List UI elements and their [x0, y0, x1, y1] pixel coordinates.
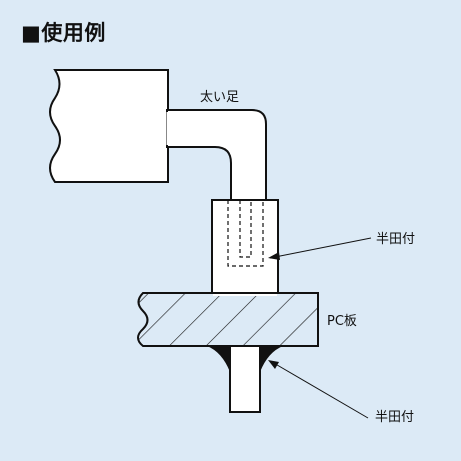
- arrow-solder-upper: [268, 252, 280, 260]
- solder-fillet-right: [260, 346, 283, 372]
- hidden-lead-outline: [227, 200, 264, 267]
- thick-lead: [166, 109, 267, 201]
- label-solder-upper: 半田付: [376, 232, 415, 247]
- component-body: [49, 69, 169, 183]
- label-solder-lower: 半田付: [375, 410, 414, 425]
- terminal: [211, 199, 279, 294]
- leader-solder-upper: [269, 237, 372, 259]
- label-thick-leg: 太い足: [200, 90, 239, 105]
- lower-pin: [229, 345, 261, 413]
- solder-fillet-left: [207, 346, 230, 372]
- leader-solder-lower: [271, 361, 369, 419]
- label-pc-board: PC板: [327, 314, 357, 329]
- arrow-solder-lower: [268, 360, 279, 369]
- pc-board: [137, 292, 319, 347]
- page-title: ■使用例: [21, 21, 106, 45]
